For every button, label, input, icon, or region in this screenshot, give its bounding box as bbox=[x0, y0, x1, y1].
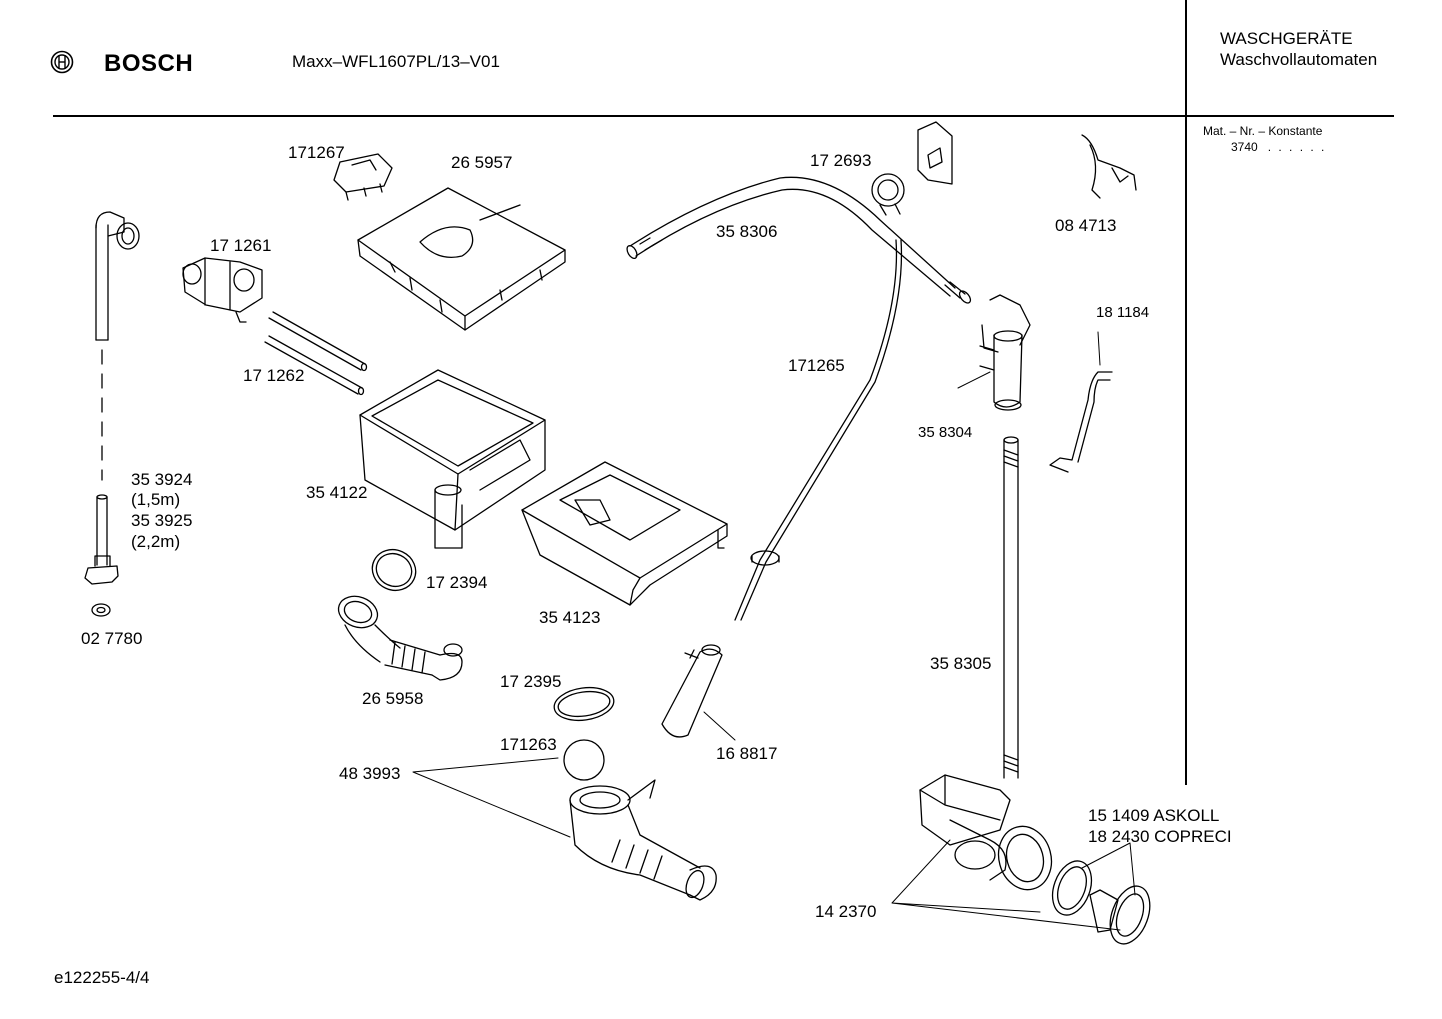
dispenser-top-cover bbox=[357, 187, 566, 331]
part-label: 14 2370 bbox=[815, 902, 877, 921]
part-label: 35 4123 bbox=[539, 608, 601, 627]
mat-nr-dots: . . . . . . bbox=[1267, 140, 1327, 154]
heater-element bbox=[661, 644, 723, 738]
drain-pump bbox=[919, 774, 1053, 891]
leader-lines bbox=[412, 331, 1136, 931]
part-label: 26 5958 bbox=[362, 689, 424, 708]
part-label: (2,2m) bbox=[131, 532, 181, 551]
part-label: 16 8817 bbox=[716, 744, 778, 763]
inlet-hose-nut bbox=[84, 494, 119, 617]
part-label: 17 2394 bbox=[426, 573, 488, 592]
inlet-hose-elbow bbox=[95, 211, 140, 481]
part-label: 18 2430 COPRECI bbox=[1088, 827, 1232, 846]
part-label: 48 3993 bbox=[339, 764, 401, 783]
part-label: 08 4713 bbox=[1055, 216, 1117, 235]
pressure-switch bbox=[871, 121, 953, 216]
category-subtitle: Waschvollautomaten bbox=[1220, 50, 1378, 69]
air-chamber bbox=[979, 294, 1031, 411]
part-label: 17 2395 bbox=[500, 672, 562, 691]
part-label: 15 1409 ASKOLL bbox=[1088, 806, 1220, 825]
sealing-ring-small bbox=[371, 548, 417, 592]
long-hose-top bbox=[626, 176, 972, 304]
part-label: 26 5957 bbox=[451, 153, 513, 172]
part-label: 35 8305 bbox=[930, 654, 992, 673]
part-label: 35 4122 bbox=[306, 483, 368, 502]
bellows-hose bbox=[337, 595, 463, 681]
model-number: Maxx–WFL1607PL/13–V01 bbox=[292, 52, 500, 71]
mat-nr-row: 3740 . . . . . . bbox=[1231, 140, 1326, 154]
small-bracket-part bbox=[333, 153, 393, 201]
part-label: 35 3925 bbox=[131, 511, 193, 530]
bracket-rod bbox=[1049, 371, 1113, 473]
part-label: 35 3924 bbox=[131, 470, 193, 489]
valve-part bbox=[182, 257, 263, 323]
side-divider bbox=[1185, 0, 1187, 785]
hose-clip bbox=[1081, 134, 1137, 199]
bosch-logo-icon bbox=[50, 50, 74, 74]
sump-hose bbox=[569, 779, 717, 901]
part-label: 02 7780 bbox=[81, 629, 143, 648]
hoses-pair bbox=[264, 311, 368, 396]
sealing-ring-large bbox=[553, 686, 615, 722]
part-label: 17 1262 bbox=[243, 366, 305, 385]
part-label: 17 1261 bbox=[210, 236, 272, 255]
part-label: 171267 bbox=[288, 143, 345, 162]
pressure-tube bbox=[734, 239, 903, 621]
mat-nr-label: Mat. – Nr. – Konstante bbox=[1203, 124, 1323, 138]
pump-gasket-ring bbox=[1051, 860, 1093, 916]
ball-valve bbox=[563, 739, 605, 781]
part-label: 35 8304 bbox=[918, 424, 973, 441]
vertical-hose bbox=[1003, 436, 1019, 779]
mat-nr-value: 3740 bbox=[1231, 140, 1258, 154]
part-label: 17 2693 bbox=[810, 151, 872, 170]
document-id: e122255-4/4 bbox=[54, 968, 150, 987]
category-title: WASCHGERÄTE bbox=[1220, 29, 1353, 48]
part-label: 171265 bbox=[788, 356, 845, 375]
header-divider bbox=[53, 115, 1394, 117]
part-label: 171263 bbox=[500, 735, 557, 754]
brand-name: BOSCH bbox=[104, 50, 194, 77]
part-label: (1,5m) bbox=[131, 490, 181, 509]
part-label: 35 8306 bbox=[716, 222, 778, 241]
part-label: 18 1184 bbox=[1096, 304, 1150, 321]
drawer-housing bbox=[359, 369, 546, 549]
detergent-drawer bbox=[521, 461, 728, 606]
pump-filter bbox=[1089, 885, 1151, 945]
